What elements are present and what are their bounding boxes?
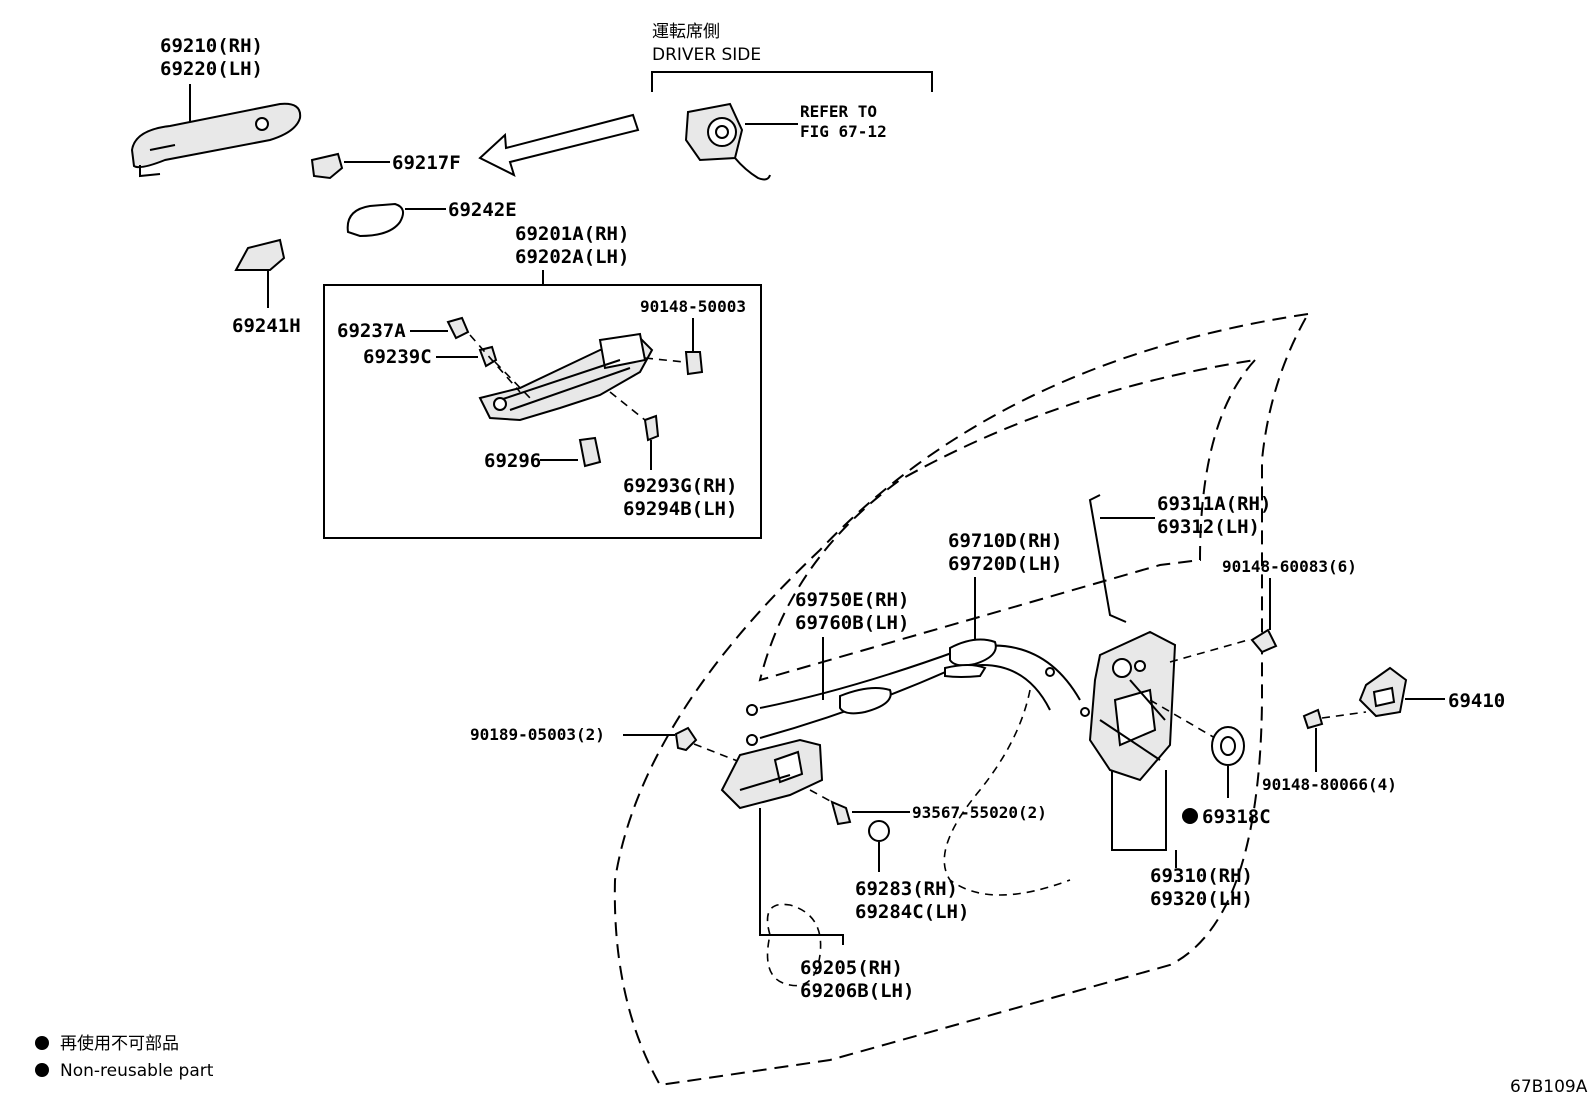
- label-69241h: 69241H: [232, 315, 301, 337]
- label-69760b-lh: 69760B(LH): [795, 612, 909, 634]
- clip-69293g-part: [643, 414, 660, 442]
- legend-marker-jp: [35, 1036, 49, 1050]
- label-69310-rh: 69310(RH): [1150, 865, 1253, 887]
- dash-69237a: [469, 334, 521, 393]
- label-69284c-lh: 69284C(LH): [855, 901, 969, 923]
- clip-90189-05003-part: [674, 726, 698, 752]
- window-frame-outline: [758, 359, 1256, 682]
- inner-panel-outline: [943, 689, 1071, 896]
- label-69242e: 69242E: [448, 199, 517, 221]
- control-cables-part: [746, 638, 1090, 746]
- label-69220-lh: 69220(LH): [160, 58, 263, 80]
- label-93567-55020: 93567-55020(2): [912, 803, 1047, 822]
- label-90148-50003: 90148-50003: [640, 297, 746, 316]
- cap-69217f-part: [310, 152, 344, 180]
- frame-assy-part: [478, 332, 654, 422]
- dash-93567-55020: [809, 789, 833, 803]
- label-69410: 69410: [1448, 690, 1505, 712]
- label-69210-rh: 69210(RH): [160, 35, 263, 57]
- screw-93567-55020-part: [830, 800, 852, 826]
- screw-90148-60083-part: [1250, 628, 1278, 654]
- legend-nonreusable-en: Non-reusable part: [60, 1061, 214, 1081]
- bracket-69310: [1111, 770, 1167, 851]
- gasket-69242e-part: [346, 202, 405, 238]
- dash-90189-05003: [693, 743, 741, 763]
- label-69293g-rh: 69293G(RH): [623, 475, 737, 497]
- door-lock-assembly-part: [1088, 630, 1177, 782]
- label-90189-05003: 90189-05003(2): [470, 725, 605, 744]
- label-69750e-rh: 69750E(RH): [795, 589, 909, 611]
- outside-handle-part: [130, 102, 302, 178]
- key-cylinder-part: [684, 102, 771, 181]
- striker-69410-part: [1358, 666, 1408, 718]
- dash-90148-50003: [644, 357, 685, 363]
- legend-marker-en: [35, 1063, 49, 1077]
- refer-to-label: REFER TO: [800, 102, 877, 121]
- driver-side-en-label: DRIVER SIDE: [652, 45, 761, 65]
- label-69202a-lh: 69202A(LH): [515, 246, 629, 268]
- label-69320-lh: 69320(LH): [1150, 888, 1253, 910]
- screw-90148-80066-part: [1302, 708, 1324, 730]
- label-69237a: 69237A: [337, 320, 406, 342]
- dash-69293g: [609, 391, 646, 421]
- label-69312-lh: 69312(LH): [1157, 516, 1260, 538]
- label-69283-rh: 69283(RH): [855, 878, 958, 900]
- label-69318c: 69318C: [1202, 806, 1271, 828]
- direction-arrow: [478, 113, 640, 177]
- clip-69237a-part: [446, 316, 470, 340]
- refer-fig-label: FIG 67-12: [800, 122, 887, 141]
- label-69201a-rh: 69201A(RH): [515, 223, 629, 245]
- door-outline: [613, 313, 1309, 1087]
- access-hole-outline: [766, 903, 822, 987]
- bolt-90148-50003-part: [684, 351, 704, 376]
- seal-69318c-hole: [1220, 736, 1236, 756]
- cap-69283-part: [868, 820, 890, 842]
- inside-handle-part: [720, 738, 824, 810]
- lock-rod-part: [1088, 494, 1127, 623]
- dash-lock-screw: [1169, 639, 1249, 663]
- dash-69318c: [1149, 699, 1216, 739]
- driver-side-bracket: [651, 71, 933, 92]
- label-90148-60083: 90148-60083(6): [1222, 557, 1357, 576]
- label-69217f: 69217F: [392, 152, 461, 174]
- label-69205-rh: 69205(RH): [800, 957, 903, 979]
- gasket-69241h-part: [234, 238, 286, 271]
- driver-side-jp-label: 運転席側: [652, 22, 720, 42]
- label-69239c: 69239C: [363, 346, 432, 368]
- figure-code: 67B109A: [1510, 1077, 1588, 1097]
- label-69311a-rh: 69311A(RH): [1157, 493, 1271, 515]
- legend-nonreusable-jp: 再使用不可部品: [60, 1033, 179, 1054]
- screw-69296-part: [578, 436, 602, 468]
- dash-90148-80066: [1321, 711, 1367, 719]
- nonreusable-marker-69318c: [1182, 808, 1198, 824]
- label-69710d-rh: 69710D(RH): [948, 530, 1062, 552]
- bracket-69205: [759, 808, 844, 945]
- label-69720d-lh: 69720D(LH): [948, 553, 1062, 575]
- label-69206b-lh: 69206B(LH): [800, 980, 914, 1002]
- label-69296: 69296: [484, 450, 541, 472]
- frame-assy-box: [323, 284, 762, 539]
- label-69294b-lh: 69294B(LH): [623, 498, 737, 520]
- label-90148-80066: 90148-80066(4): [1262, 775, 1397, 794]
